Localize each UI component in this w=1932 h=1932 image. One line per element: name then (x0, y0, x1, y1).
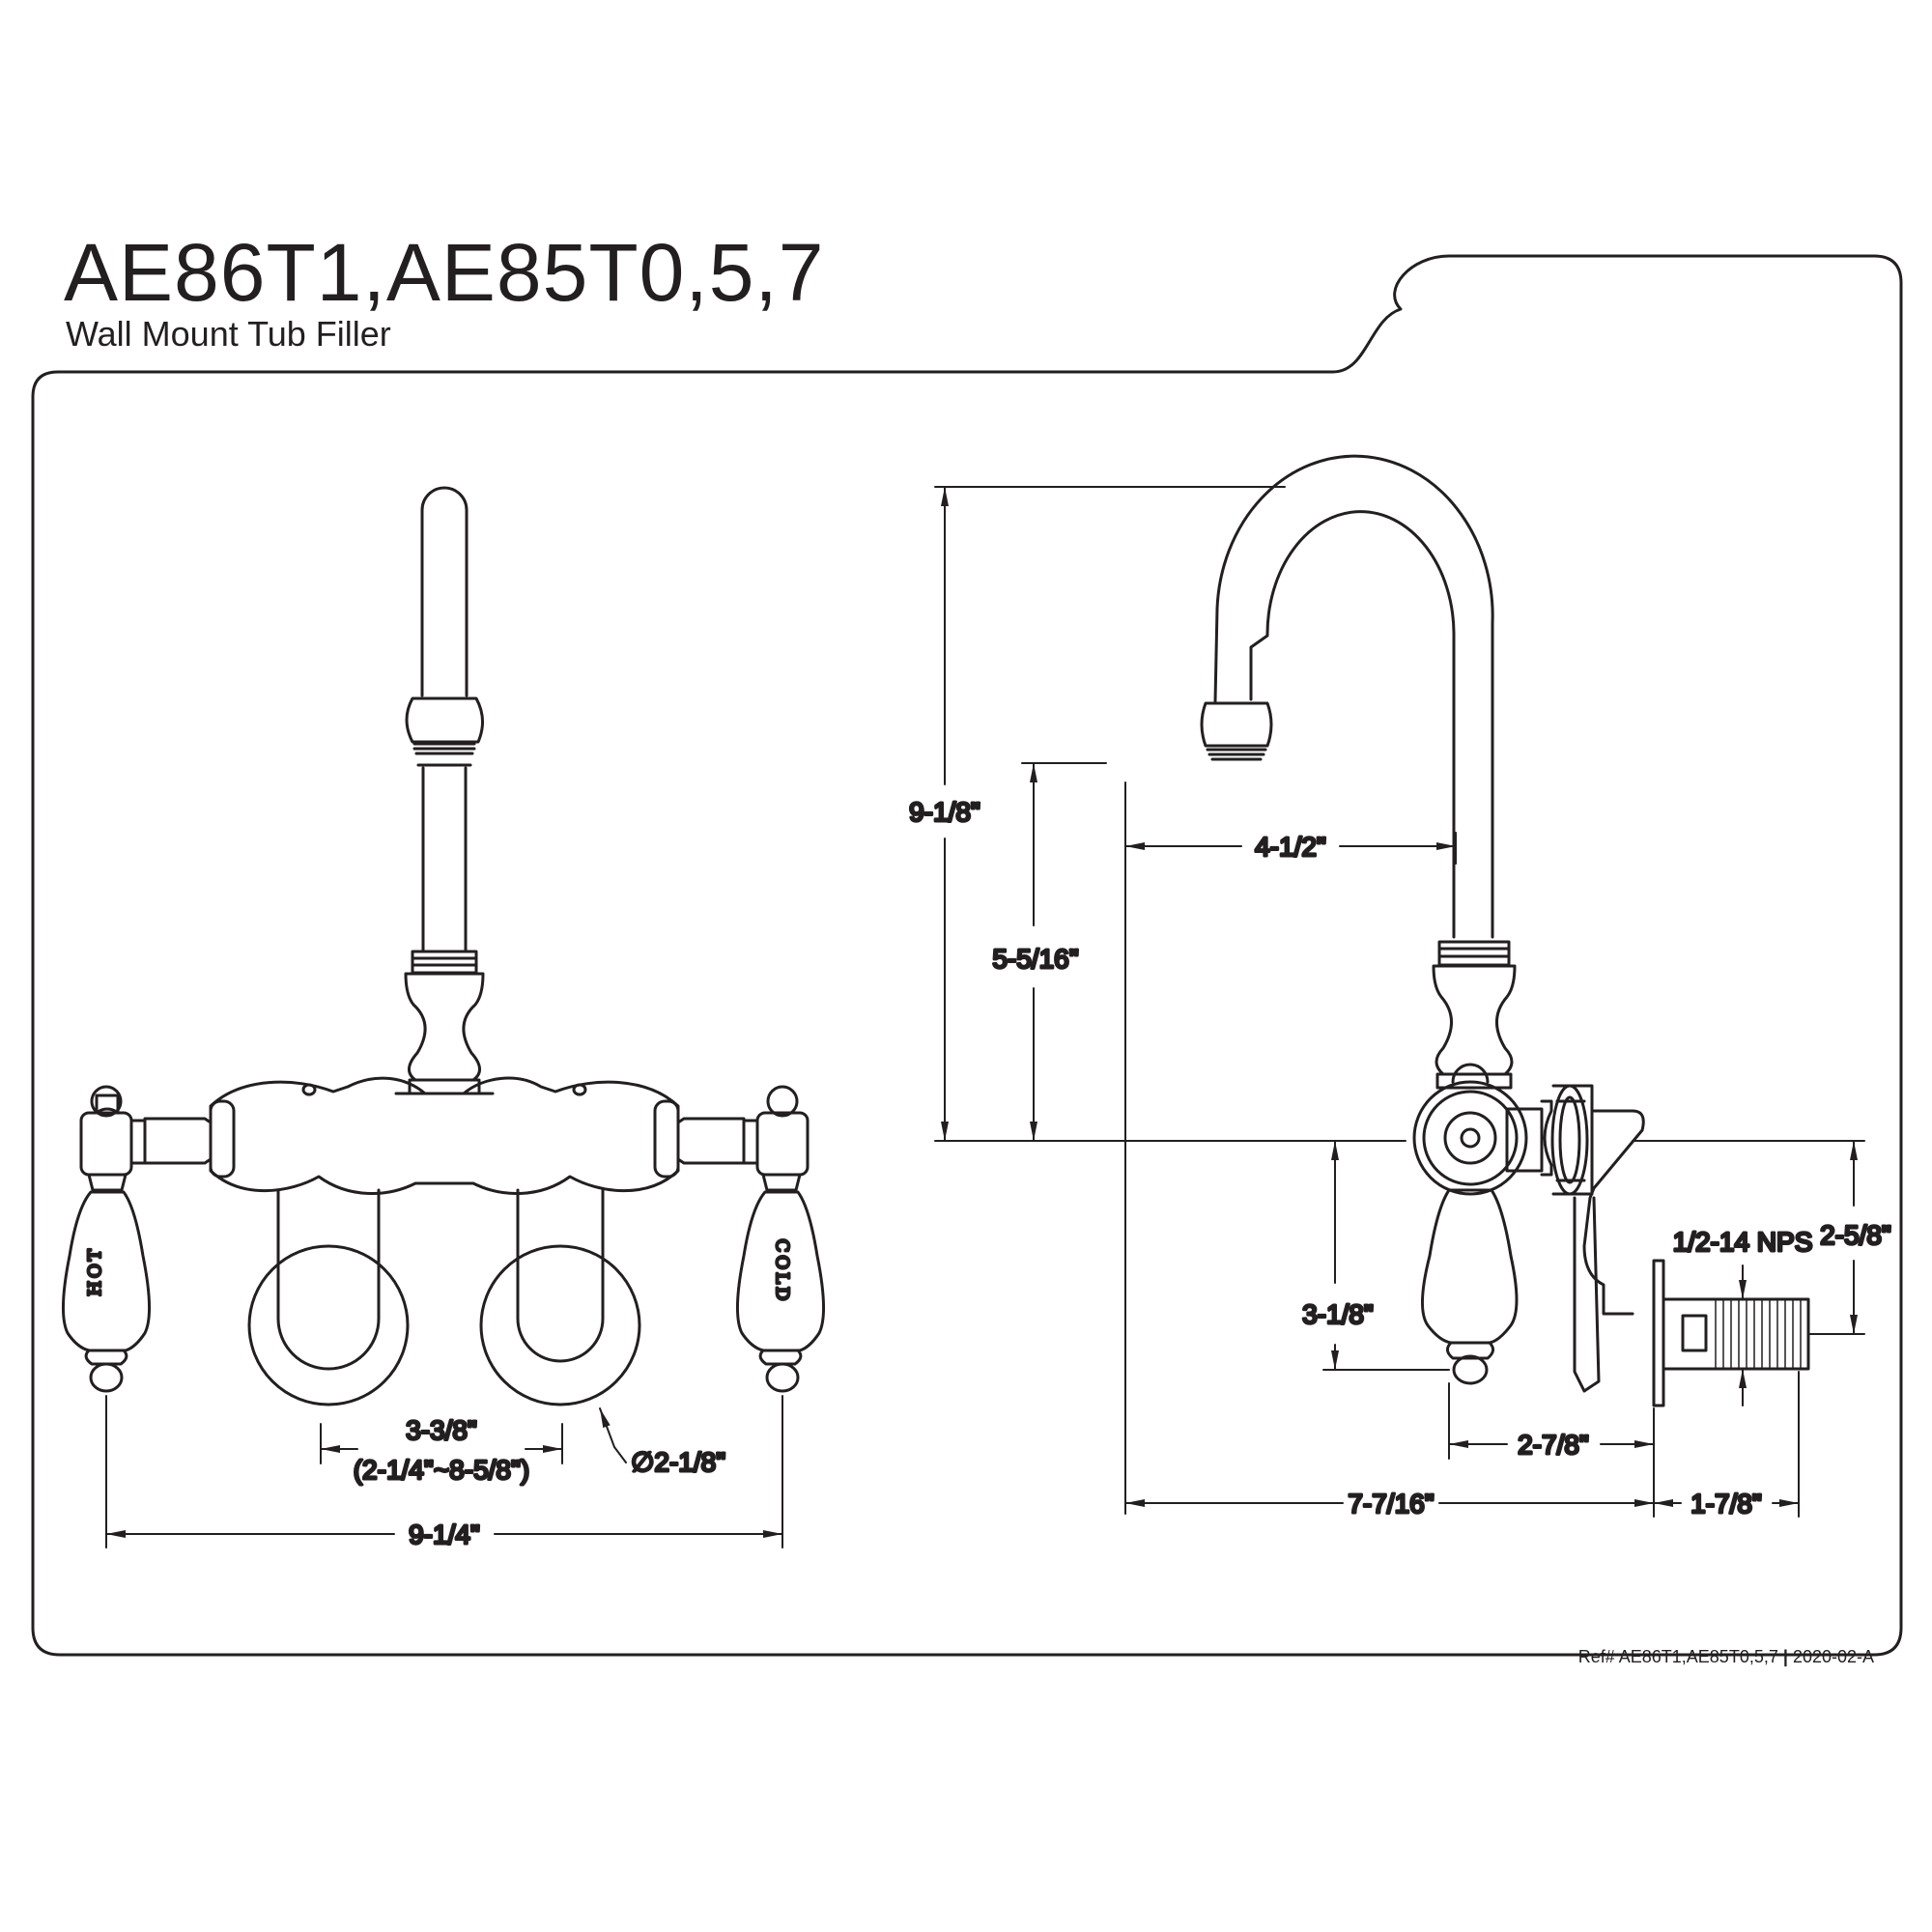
overall-width-dim: 9-1/4" (409, 1520, 480, 1549)
ref-revision: 2020-02-A (1792, 1647, 1874, 1666)
hot-label: HOT (85, 1246, 105, 1295)
hot-lever (62, 1190, 151, 1352)
page-frame (31, 254, 1903, 1657)
flange-diameter-dim: ∅2-1/8" (631, 1447, 725, 1477)
handle-to-wall-dim: 2-7/8" (1518, 1430, 1589, 1460)
product-subtitle: Wall Mount Tub Filler (66, 314, 391, 354)
side-dimensions (934, 486, 1865, 1518)
inlet-length-dim: 1-7/8" (1690, 1489, 1762, 1519)
center-spacing-dim: 3-3/8" (406, 1415, 477, 1445)
spout-height-dim: 5-5/16" (992, 944, 1078, 974)
cold-label: COLD (772, 1239, 792, 1304)
front-view-faucet (62, 486, 825, 1406)
spout-reach-dim: 4-1/2" (1255, 832, 1326, 862)
inlet-height-dim: 2-5/8" (1820, 1220, 1891, 1250)
side-view-faucet (1200, 454, 1810, 1407)
ref-number: Ref# AE86T1,AE85T0,5,7 (1577, 1647, 1778, 1666)
handle-drop-dim: 3-1/8" (1302, 1299, 1374, 1329)
inlet-thread-label: 1/2-14 NPS (1673, 1227, 1813, 1257)
ref-separator: | (1782, 1647, 1788, 1666)
model-title: AE86T1,AE85T0,5,7 (64, 227, 825, 318)
center-spacing-range-dim: (2-1/4"~8-5/8") (354, 1455, 530, 1485)
overall-height-dim: 9-1/8" (909, 797, 980, 827)
reference-footer: Ref# AE86T1,AE85T0,5,7 | 2020-02-A (1578, 1648, 1874, 1665)
spout-to-wall-dim: 7-7/16" (1348, 1489, 1434, 1519)
front-dimensions (105, 1395, 783, 1548)
